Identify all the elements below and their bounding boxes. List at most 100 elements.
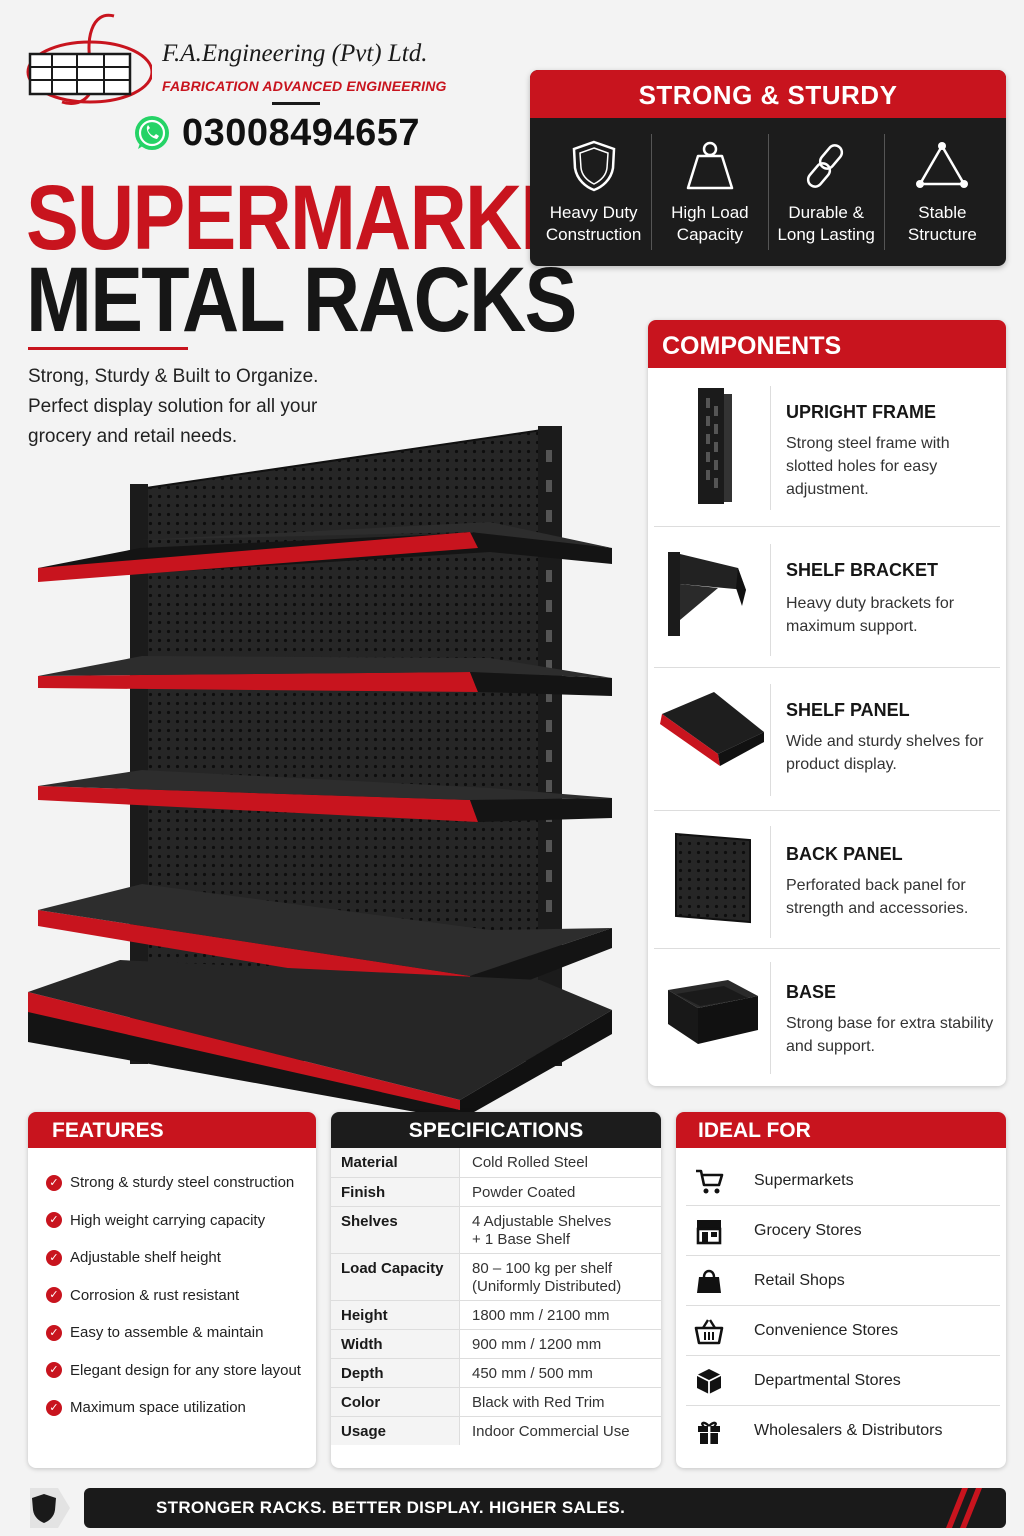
feature-line: Durable &: [788, 203, 864, 222]
component-back-panel: BACK PANEL Perforated back panel for str…: [648, 816, 1006, 950]
spec-key: Load Capacity: [331, 1253, 460, 1301]
component-shelf-bracket: SHELF BRACKET Heavy duty brackets for ma…: [648, 534, 1006, 666]
feature-text: Adjustable shelf height: [70, 1249, 221, 1267]
component-shelf-panel: SHELF PANEL Wide and sturdy shelves for …: [648, 674, 1006, 808]
component-separator: [654, 810, 1000, 811]
feature-text: Strong & sturdy steel construction: [70, 1174, 295, 1192]
component-desc: Strong steel frame with slotted holes fo…: [786, 435, 950, 498]
spec-value-line: 900 mm / 1200 mm: [472, 1335, 602, 1353]
ideal-for-heading: IDEAL FOR: [676, 1112, 1006, 1148]
feature-text: Corrosion & rust resistant: [70, 1286, 240, 1304]
phone-contact[interactable]: 03008494657: [132, 110, 420, 156]
shelf-panel-image: [660, 692, 764, 766]
spec-value: 450 mm / 500 mm: [459, 1358, 661, 1388]
ideal-label: Supermarkets: [754, 1171, 854, 1189]
footer-slogan: STRONGER RACKS. BETTER DISPLAY. HIGHER S…: [156, 1498, 626, 1517]
feature-text: Maximum space utilization: [70, 1399, 246, 1417]
spec-key: Shelves: [331, 1206, 460, 1254]
feature-durable: Durable & Long Lasting: [769, 134, 885, 250]
feature-line: Capacity: [676, 225, 743, 244]
spec-value-line: (Uniformly Distributed): [472, 1277, 622, 1295]
triangle-icon: [916, 142, 969, 188]
spec-value: Black with Red Trim: [459, 1387, 661, 1417]
title-divider: [28, 347, 188, 350]
feature-stable: Stable Structure: [885, 134, 1000, 250]
component-separator: [654, 667, 1000, 668]
spec-value: 900 mm / 1200 mm: [459, 1329, 661, 1359]
whatsapp-icon: [135, 116, 169, 150]
components-panel: COMPONENTS UPRIGHT FRAME Strong steel fr…: [648, 320, 1006, 1086]
spec-key: Depth: [331, 1358, 460, 1388]
spec-value: 1800 mm / 2100 mm: [459, 1300, 661, 1330]
company-logo: [26, 13, 152, 105]
check-icon: ✓: [46, 1212, 62, 1229]
list-item: ✓Strong & sturdy steel construction: [46, 1164, 316, 1202]
strong-sturdy-panel: STRONG & STURDY Heavy Duty Construction …: [530, 70, 1006, 266]
component-separator: [654, 948, 1000, 949]
spec-value-line: 450 mm / 500 mm: [472, 1364, 593, 1382]
component-divider: [770, 826, 771, 938]
check-icon: ✓: [46, 1362, 62, 1379]
check-icon: ✓: [46, 1287, 62, 1304]
spec-value-line: Powder Coated: [472, 1183, 576, 1201]
list-item: Supermarkets: [686, 1156, 1000, 1206]
back-panel-image: [675, 832, 751, 924]
chain-link-icon: [807, 144, 844, 188]
list-item: Wholesalers & Distributors: [686, 1406, 1000, 1455]
decorative-stripes: [946, 1488, 982, 1528]
spec-value-line: 4 Adjustable Shelves: [472, 1212, 612, 1230]
feature-line: High Load: [671, 203, 749, 222]
ideal-label: Departmental Stores: [754, 1371, 901, 1389]
spec-value: 4 Adjustable Shelves+ 1 Base Shelf: [459, 1206, 661, 1254]
component-title: UPRIGHT FRAME: [786, 402, 936, 422]
feature-line: Stable: [918, 203, 967, 222]
shelf-bracket-image: [668, 552, 746, 636]
component-title: BASE: [786, 982, 837, 1002]
component-title: BACK PANEL: [786, 844, 903, 864]
feature-line: Long Lasting: [777, 225, 875, 244]
shield-icon: [30, 1488, 70, 1528]
strong-sturdy-heading: STRONG & STURDY: [530, 70, 1006, 118]
list-item: ✓Easy to assemble & maintain: [46, 1314, 316, 1352]
ideal-for-panel: IDEAL FOR Supermarkets Grocery Stores Re…: [676, 1112, 1006, 1468]
feature-line: Construction: [545, 225, 642, 244]
weight-icon: [686, 141, 734, 190]
feature-text: Easy to assemble & maintain: [70, 1324, 264, 1342]
list-item: ✓ Adjustable shelf height: [46, 1239, 316, 1277]
feature-text: Elegant design for any store layout: [70, 1361, 301, 1379]
spec-key: Color: [331, 1387, 460, 1417]
list-item: Departmental Stores: [686, 1356, 1000, 1406]
ideal-label: Convenience Stores: [754, 1321, 899, 1339]
company-name: F.A.Engineering (Pvt) Ltd.: [162, 40, 428, 67]
ideal-label: Grocery Stores: [754, 1221, 862, 1239]
table-row: Depth 450 mm / 500 mm: [331, 1358, 661, 1388]
basket-icon: [694, 1318, 724, 1344]
component-divider: [770, 684, 771, 796]
table-row: Color Black with Red Trim: [331, 1387, 661, 1417]
list-item: Grocery Stores: [686, 1206, 1000, 1256]
feature-line: Structure: [907, 225, 977, 244]
spec-value: Indoor Commercial Use: [460, 1416, 662, 1445]
feature-heavy-duty: Heavy Duty Construction: [536, 134, 653, 250]
ideal-label: Retail Shops: [754, 1271, 845, 1289]
spec-key: Usage: [331, 1416, 460, 1445]
list-item: Convenience Stores: [686, 1306, 1000, 1356]
ideal-label: Wholesalers & Distributors: [754, 1421, 943, 1439]
tagline-divider: [272, 102, 320, 105]
title-line-1: SUPERMARKET: [26, 167, 620, 269]
component-separator: [654, 526, 1000, 527]
check-icon: ✓: [46, 1249, 62, 1266]
feature-line: Heavy Duty: [549, 203, 638, 222]
spec-value-line: Black with Red Trim: [472, 1393, 605, 1411]
component-title: SHELF BRACKET: [786, 560, 938, 580]
list-item: ✓ Corrosion & rust resistant: [46, 1277, 316, 1315]
spec-key: Height: [331, 1300, 460, 1330]
feature-high-load: High Load Capacity: [652, 134, 769, 250]
subtitle-line: Strong, Sturdy & Built to Organize.: [28, 366, 319, 387]
